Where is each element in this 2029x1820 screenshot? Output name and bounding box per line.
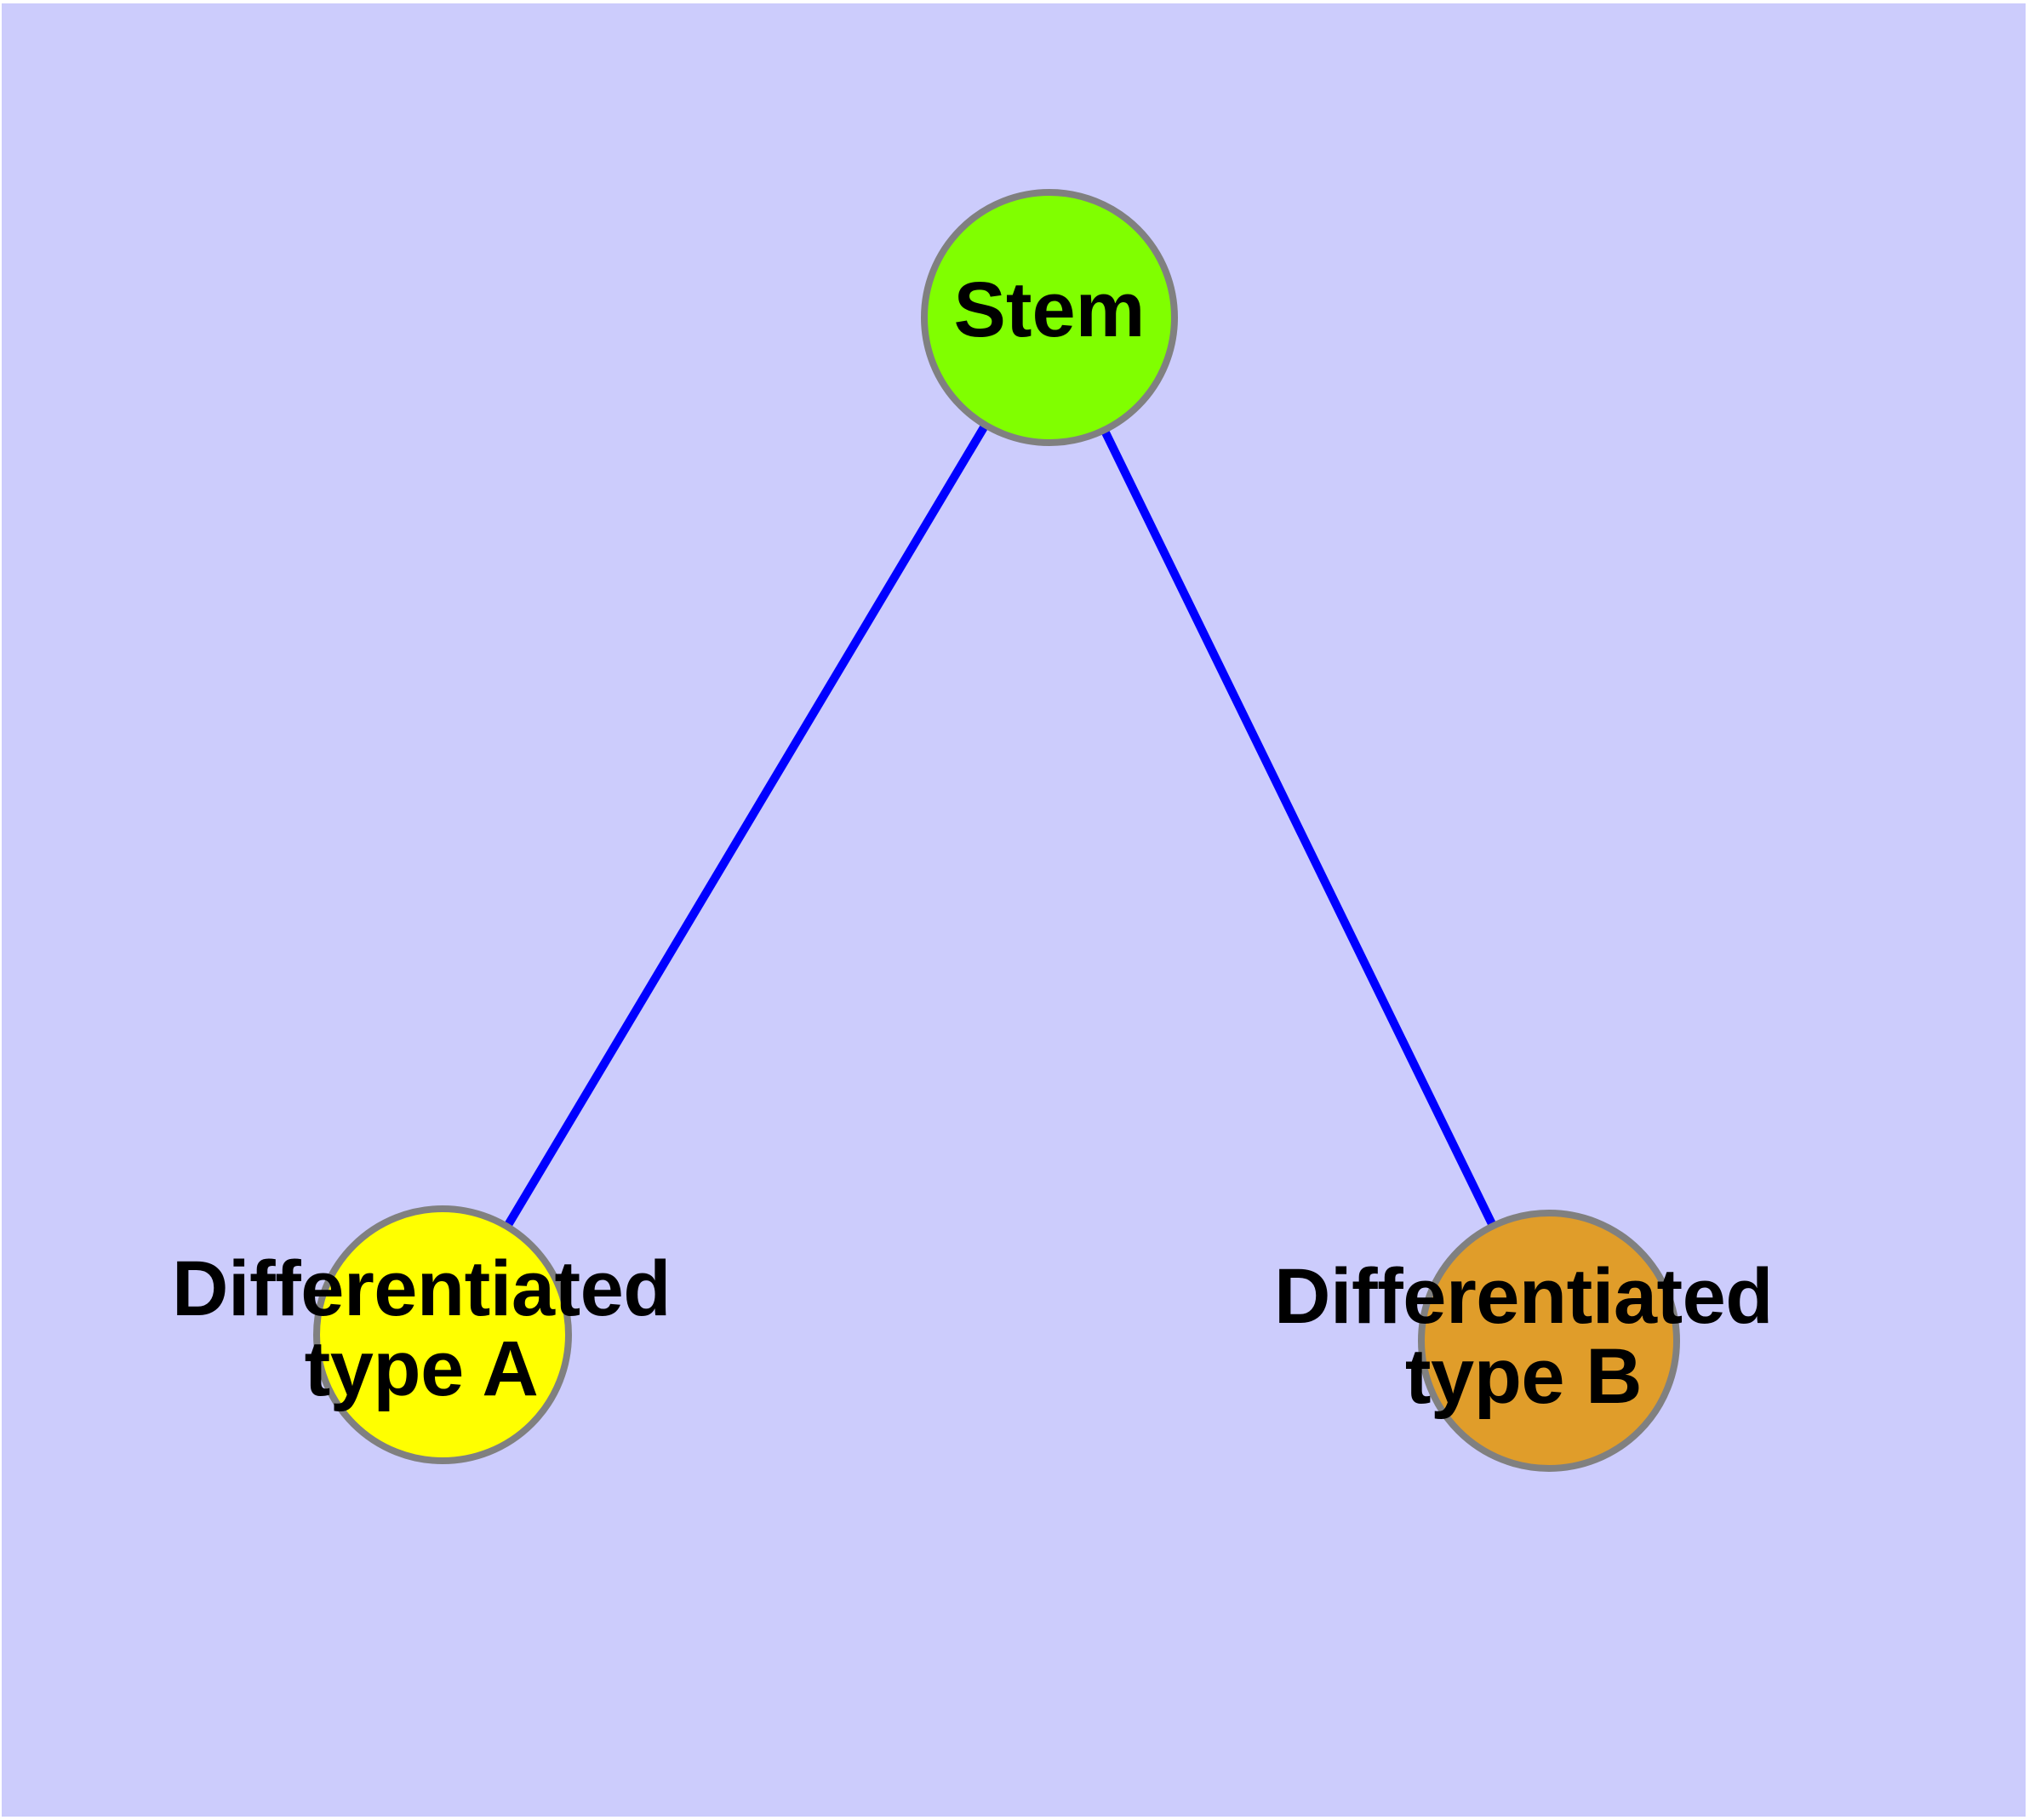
edge-stem-to-diff-b[interactable] — [1045, 315, 1553, 1343]
edge-stem-to-diff-a[interactable] — [438, 315, 1054, 1337]
node-differentiated-type-a[interactable] — [313, 1205, 572, 1464]
node-layer — [313, 189, 1680, 1472]
edge-layer — [438, 315, 1553, 1343]
node-differentiated-type-b[interactable] — [1418, 1210, 1680, 1472]
node-stem[interactable] — [921, 189, 1178, 446]
